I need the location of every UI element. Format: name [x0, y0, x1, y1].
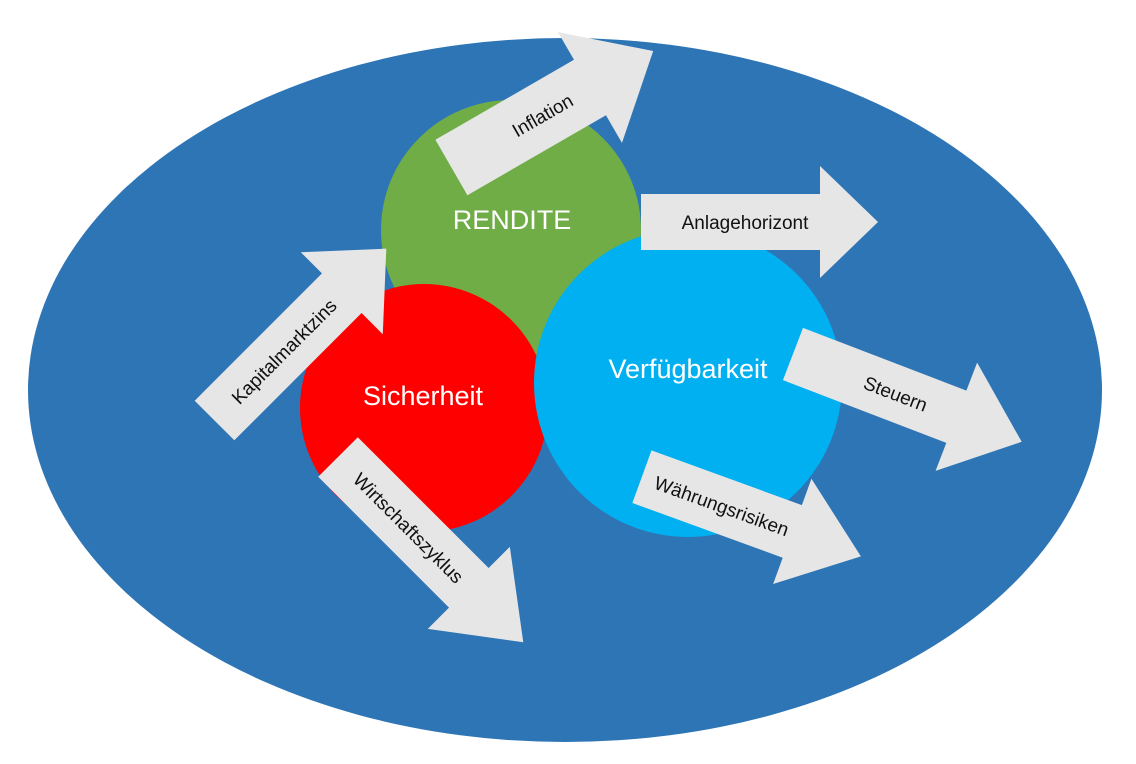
rendite-label: RENDITE: [453, 205, 572, 235]
steuern-arrow: Steuern: [782, 327, 1022, 471]
verfuegbarkeit-circle: [534, 229, 842, 537]
verfuegbarkeit-label: Verfügbarkeit: [608, 354, 768, 384]
sicherheit-label: Sicherheit: [363, 381, 484, 411]
anlagehorizont-arrow: Anlagehorizont: [641, 166, 878, 278]
anlagehorizont-label: Anlagehorizont: [682, 213, 809, 234]
inflation-arrow: Inflation: [435, 32, 654, 196]
